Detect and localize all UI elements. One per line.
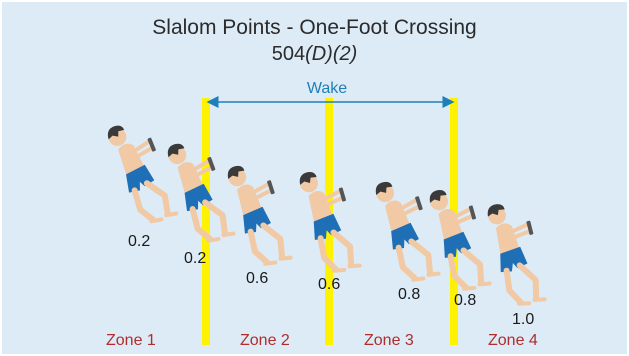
zone-label-4: Zone 4	[488, 332, 538, 349]
skier-figure	[164, 134, 238, 246]
rule-number: 504	[271, 43, 306, 65]
point-value: 1.0	[512, 311, 535, 328]
wake-label: Wake	[306, 80, 348, 97]
rule-subsection: (D)(2)	[305, 43, 358, 65]
skier-figure	[224, 157, 295, 269]
skier-figure	[485, 197, 550, 308]
diagram-subtitle: 504(D)(2)	[2, 43, 627, 66]
zone-label-3: Zone 3	[364, 332, 414, 349]
skier-figure	[426, 182, 494, 293]
zone-label-2: Zone 2	[240, 332, 290, 349]
diagram-title: Slalom Points - One-Foot Crossing	[152, 16, 477, 39]
boundary-line-1	[202, 98, 210, 345]
point-value: 0.8	[454, 292, 477, 309]
skier-figure	[296, 164, 364, 275]
skier-figure	[104, 115, 181, 227]
point-value: 0.2	[184, 250, 207, 267]
point-value: 0.8	[398, 286, 421, 303]
zone-label-1: Zone 1	[106, 332, 156, 349]
skier-figure	[372, 173, 443, 285]
point-value: 0.2	[128, 233, 151, 250]
point-value: 0.6	[246, 270, 269, 287]
point-value: 0.6	[318, 276, 341, 293]
